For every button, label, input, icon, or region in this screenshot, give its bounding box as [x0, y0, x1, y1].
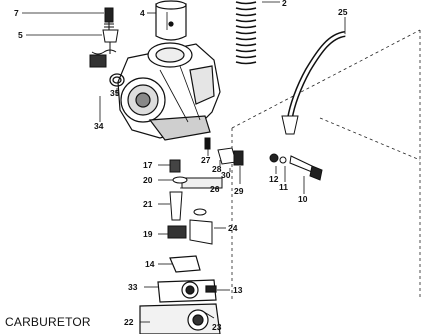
part-label-34: 34 — [94, 121, 104, 131]
jet-stack — [167, 159, 188, 239]
pilot-screw-part — [104, 7, 114, 30]
diagram-caption: CARBURETOR — [5, 315, 91, 329]
part-label-27: 27 — [201, 155, 211, 165]
carburetor-body — [117, 42, 221, 141]
part-label-33: 33 — [128, 282, 138, 292]
o-ring-part — [109, 73, 125, 87]
part-label-4: 4 — [140, 8, 145, 18]
part-label-11: 11 — [279, 182, 288, 192]
part-label-35: 35 — [110, 88, 120, 98]
part-label-24: 24 — [228, 223, 238, 233]
part-label-14: 14 — [145, 259, 155, 269]
part-label-26: 26 — [210, 184, 220, 194]
part-label-30: 30 — [221, 170, 231, 180]
float-bowl-part — [139, 279, 221, 334]
idle-screw-part — [89, 29, 119, 68]
part-label-21: 21 — [143, 199, 153, 209]
part-label-20: 20 — [143, 175, 153, 185]
slide-cylinder-part — [155, 0, 187, 41]
part-label-2: 2 — [282, 0, 287, 8]
part-label-12: 12 — [269, 174, 279, 184]
air-screw-set — [181, 137, 244, 189]
assembly-boundary — [231, 29, 421, 300]
part-labels: 7 4 2 5 25 35 34 27 28 30 12 11 10 29 26… — [14, 0, 348, 332]
part-label-29: 29 — [234, 186, 244, 196]
part-label-25: 25 — [338, 7, 348, 17]
drain-screw-set — [269, 153, 323, 181]
throttle-spring-part — [235, 1, 257, 65]
part-label-19: 19 — [143, 229, 153, 239]
needle-jet-part — [189, 208, 213, 245]
clip-part — [169, 255, 201, 273]
part-label-7: 7 — [14, 8, 19, 18]
part-label-17: 17 — [143, 160, 153, 170]
part-label-23: 23 — [212, 322, 222, 332]
part-label-28: 28 — [212, 164, 222, 174]
part-label-13: 13 — [233, 285, 243, 295]
leader-lines — [22, 1, 346, 323]
part-label-5: 5 — [18, 30, 23, 40]
part-label-22: 22 — [124, 317, 134, 327]
vent-hose-part — [281, 31, 346, 135]
part-label-10: 10 — [298, 194, 308, 204]
